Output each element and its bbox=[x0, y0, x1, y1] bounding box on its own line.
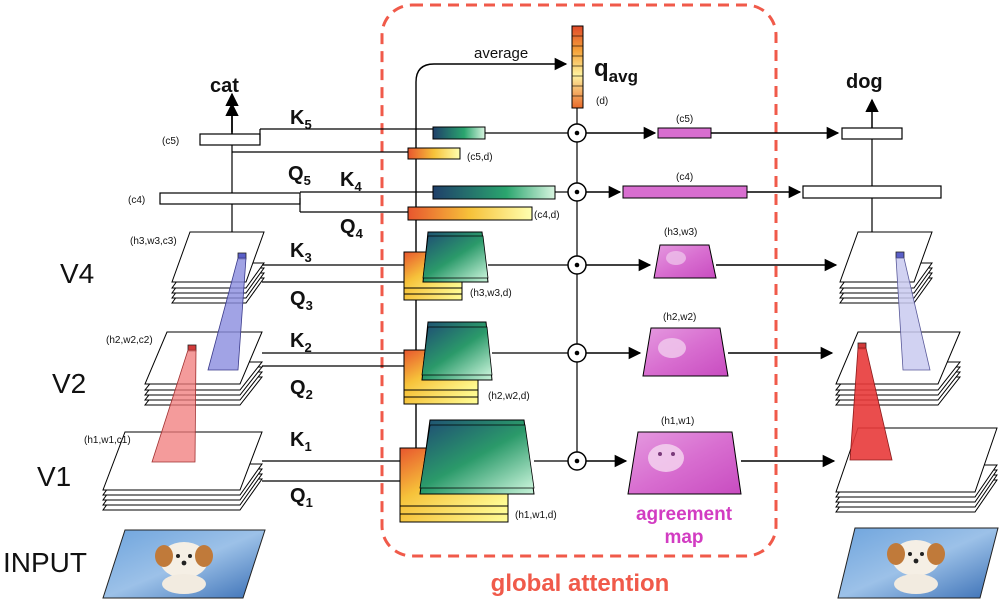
out-dim-h2w2: (h2,w2) bbox=[663, 312, 696, 323]
layer-label-v4: V4 bbox=[60, 258, 94, 289]
left-v4-receptive-field bbox=[207, 257, 247, 371]
query-5 bbox=[407, 147, 461, 160]
out-dim-c4: (c4) bbox=[676, 172, 693, 183]
global-attention-box bbox=[380, 3, 778, 558]
input-label: INPUT bbox=[3, 547, 87, 578]
dot-connectors bbox=[485, 132, 568, 462]
q-avg-dim: (d) bbox=[596, 96, 608, 107]
q5-label: Q5 bbox=[288, 163, 311, 188]
cat-label: cat bbox=[210, 75, 239, 97]
right-v1-stack bbox=[835, 427, 998, 513]
dim-c4d: (c4,d) bbox=[534, 210, 560, 221]
right-v4-stack bbox=[839, 231, 933, 304]
layer-label-v2: V2 bbox=[52, 368, 86, 399]
left-c5-bar bbox=[199, 133, 261, 146]
agreement-map-label-line1: agreement bbox=[636, 504, 733, 525]
layer-label-v1: V1 bbox=[37, 461, 71, 492]
dot-op-4 bbox=[567, 182, 587, 202]
agreement-map-4 bbox=[622, 185, 748, 199]
q3-label: Q3 bbox=[290, 288, 313, 313]
k1-label: K1 bbox=[290, 429, 312, 454]
kq-lines bbox=[232, 128, 433, 482]
left-input-image bbox=[102, 529, 266, 599]
q-avg-vector bbox=[571, 25, 584, 109]
agreement-map-3 bbox=[653, 244, 717, 279]
right-v4-receptive-field bbox=[895, 257, 931, 371]
agreement-map-1 bbox=[627, 431, 742, 495]
right-input-image bbox=[837, 527, 999, 599]
agreement-map-label-line2: map bbox=[664, 527, 703, 548]
left-c5-dim: (c5) bbox=[162, 136, 179, 147]
average-path bbox=[415, 57, 568, 500]
dot-ops bbox=[567, 123, 587, 471]
right-c5-bar bbox=[841, 127, 903, 140]
out-dim-c5: (c5) bbox=[676, 114, 693, 125]
k2-label: K2 bbox=[290, 330, 312, 355]
left-v1-dim: (h1,w1,c1) bbox=[84, 435, 131, 446]
right-c4-bar bbox=[802, 185, 942, 199]
dim-h1w1d: (h1,w1,d) bbox=[515, 510, 557, 521]
left-c4-bar bbox=[159, 192, 301, 205]
dot-op-3 bbox=[567, 255, 587, 275]
global-attention-label: global attention bbox=[491, 570, 670, 597]
left-v2-stack bbox=[143, 331, 264, 406]
agreement-map-2 bbox=[642, 327, 729, 377]
q-avg-label: qavg bbox=[594, 55, 638, 86]
key-3 bbox=[422, 231, 489, 283]
key-4 bbox=[432, 185, 556, 200]
dot-op-5 bbox=[567, 123, 587, 143]
key-2 bbox=[421, 321, 493, 381]
dim-c5d: (c5,d) bbox=[467, 152, 493, 163]
dim-h3w3d: (h3,w3,d) bbox=[470, 288, 512, 299]
dot-op-2 bbox=[567, 343, 587, 363]
dot-op-1 bbox=[567, 451, 587, 471]
query-4 bbox=[407, 206, 533, 221]
agreement-map-5 bbox=[657, 127, 712, 139]
key-5 bbox=[432, 126, 486, 140]
k4-label: K4 bbox=[340, 169, 362, 194]
k5-label: K5 bbox=[290, 107, 312, 132]
dog-label: dog bbox=[846, 71, 883, 93]
out-dim-h1w1: (h1,w1) bbox=[661, 416, 694, 427]
k3-label: K3 bbox=[290, 240, 312, 265]
left-v4-dim: (h3,w3,c3) bbox=[130, 236, 177, 247]
key-1 bbox=[419, 419, 535, 495]
q1-label: Q1 bbox=[290, 485, 313, 510]
average-label: average bbox=[474, 45, 528, 62]
right-v2-receptive-field bbox=[849, 347, 893, 461]
left-v2-dim: (h2,w2,c2) bbox=[106, 335, 153, 346]
out-dim-h3w3: (h3,w3) bbox=[664, 227, 697, 238]
q4-label: Q4 bbox=[340, 216, 364, 241]
q2-label: Q2 bbox=[290, 377, 313, 402]
left-v2-receptive-field bbox=[151, 349, 197, 463]
left-c4-dim: (c4) bbox=[128, 195, 145, 206]
left-v4-stack bbox=[171, 231, 265, 304]
dim-h2w2d: (h2,w2,d) bbox=[488, 391, 530, 402]
